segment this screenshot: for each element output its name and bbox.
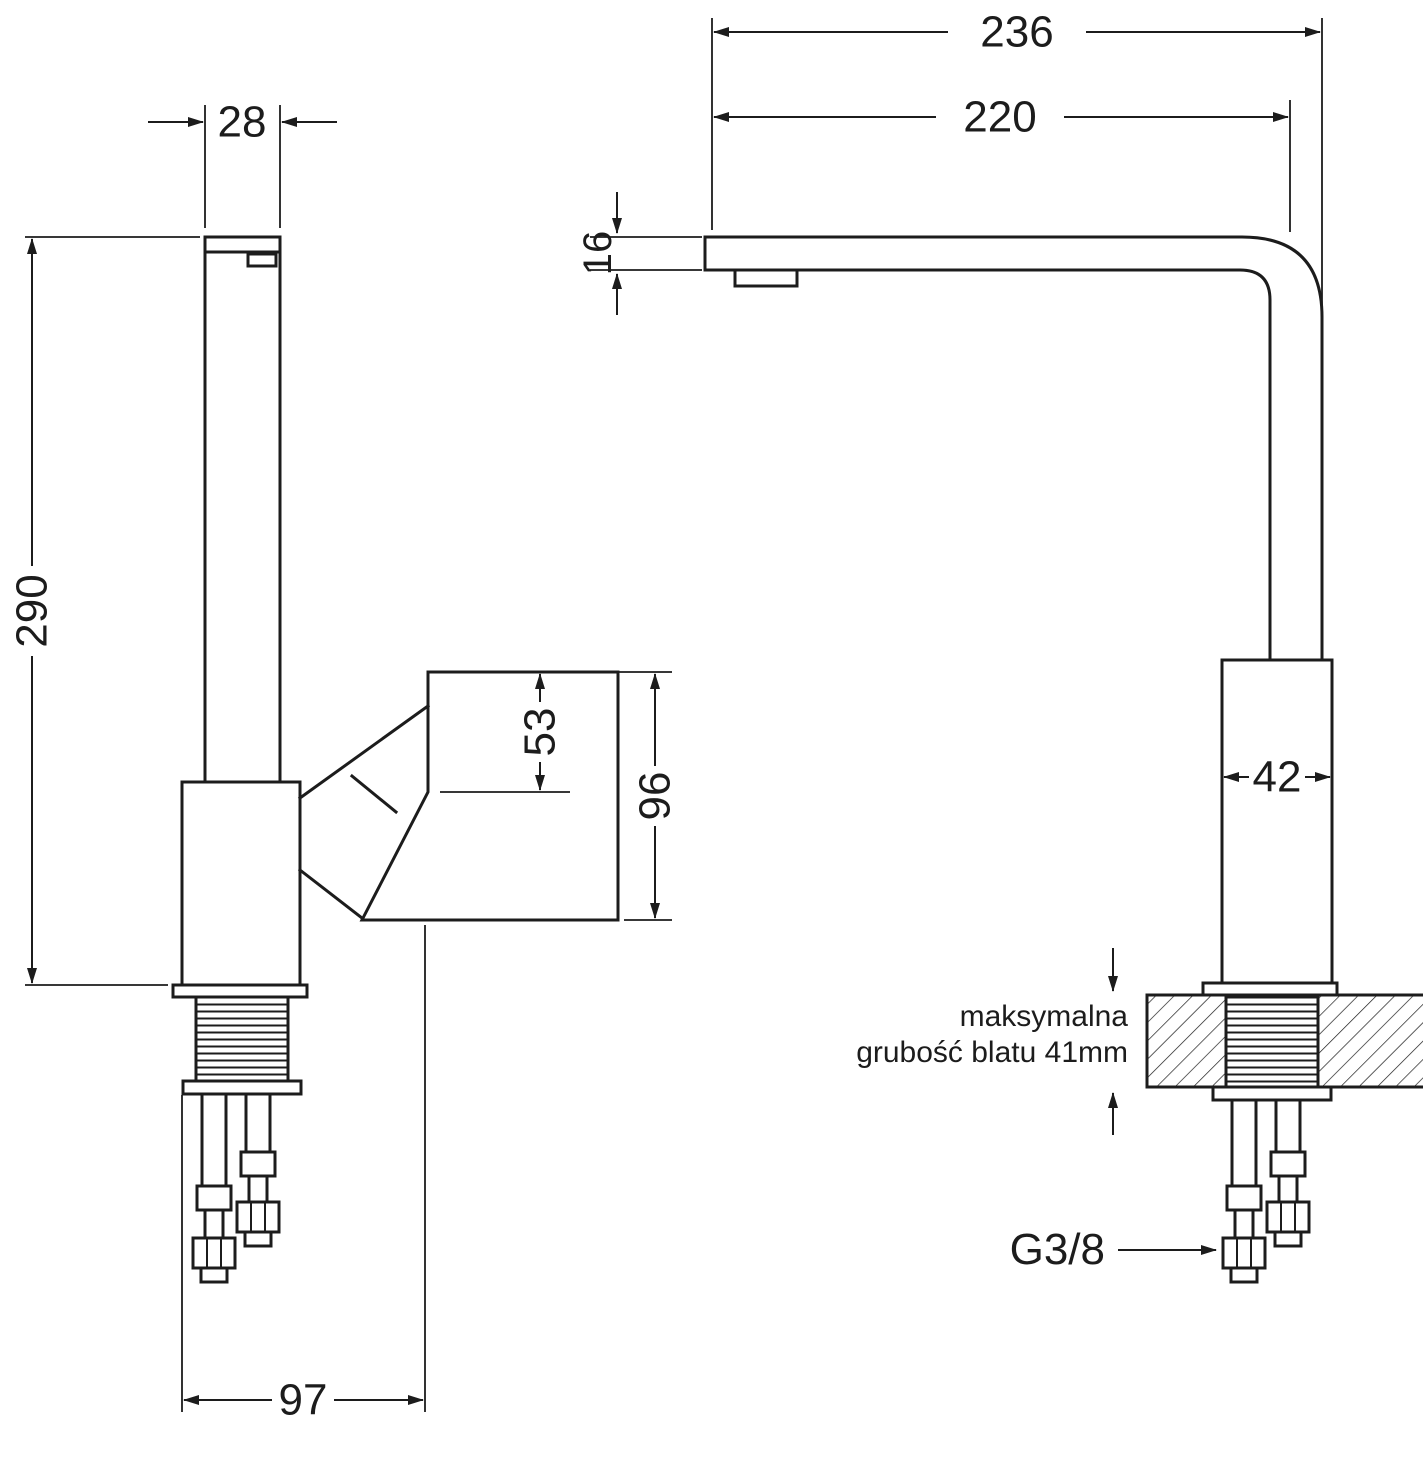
front-supply-hoses: [1221, 1098, 1311, 1284]
dim-220: 220: [713, 93, 1291, 232]
dim-96: 96: [624, 673, 680, 921]
counter-thickness-annotation: maksymalna grubość blatu 41mm: [856, 948, 1128, 1135]
counter-note-line2: grubość blatu 41mm: [856, 1036, 1128, 1069]
side-hose-nut-left: [191, 1236, 237, 1270]
dim-label-53: 53: [516, 708, 565, 757]
front-body: [1220, 658, 1334, 987]
side-body: [180, 780, 302, 987]
side-aerator: [246, 252, 278, 268]
side-threaded-shank: [194, 995, 290, 1083]
side-flange: [171, 983, 309, 999]
dim-label-290: 290: [8, 574, 57, 647]
dim-label-28: 28: [218, 98, 267, 147]
front-threaded-shank: [1224, 995, 1320, 1089]
dim-16: 16: [576, 192, 702, 315]
dim-label-97: 97: [279, 1376, 328, 1425]
front-hose-nut-right: [1265, 1200, 1311, 1234]
dim-97: 97: [181, 925, 426, 1425]
dim-label-42: 42: [1253, 753, 1302, 802]
dim-236: 236: [711, 8, 1323, 312]
front-spout: [703, 235, 1324, 662]
dim-label-220: 220: [963, 93, 1036, 142]
thread-label: G3/8: [1010, 1225, 1105, 1274]
side-spout-column: [203, 235, 282, 784]
dim-label-236: 236: [980, 8, 1053, 57]
front-aerator: [733, 268, 799, 288]
front-view: 236 220 16 42 maksymalna grub: [576, 8, 1423, 1284]
dim-label-16: 16: [576, 231, 620, 276]
counter-note-line1: maksymalna: [960, 1000, 1129, 1033]
dim-label-96: 96: [631, 772, 680, 821]
dim-290: 290: [8, 236, 200, 986]
thread-annotation: G3/8: [1010, 1225, 1217, 1274]
side-mounting-nut: [181, 1079, 303, 1096]
dim-42: 42: [1223, 753, 1331, 802]
dim-28: 28: [148, 98, 337, 228]
side-handle: [297, 670, 620, 922]
dim-53: 53: [434, 671, 672, 793]
side-supply-hoses: [191, 1092, 281, 1284]
front-flange: [1201, 981, 1339, 997]
front-mounting-nut: [1211, 1085, 1333, 1102]
side-view: 28 290 53 96: [8, 98, 680, 1425]
front-hose-nut-left: [1221, 1236, 1267, 1270]
side-hose-nut-right: [235, 1200, 281, 1234]
